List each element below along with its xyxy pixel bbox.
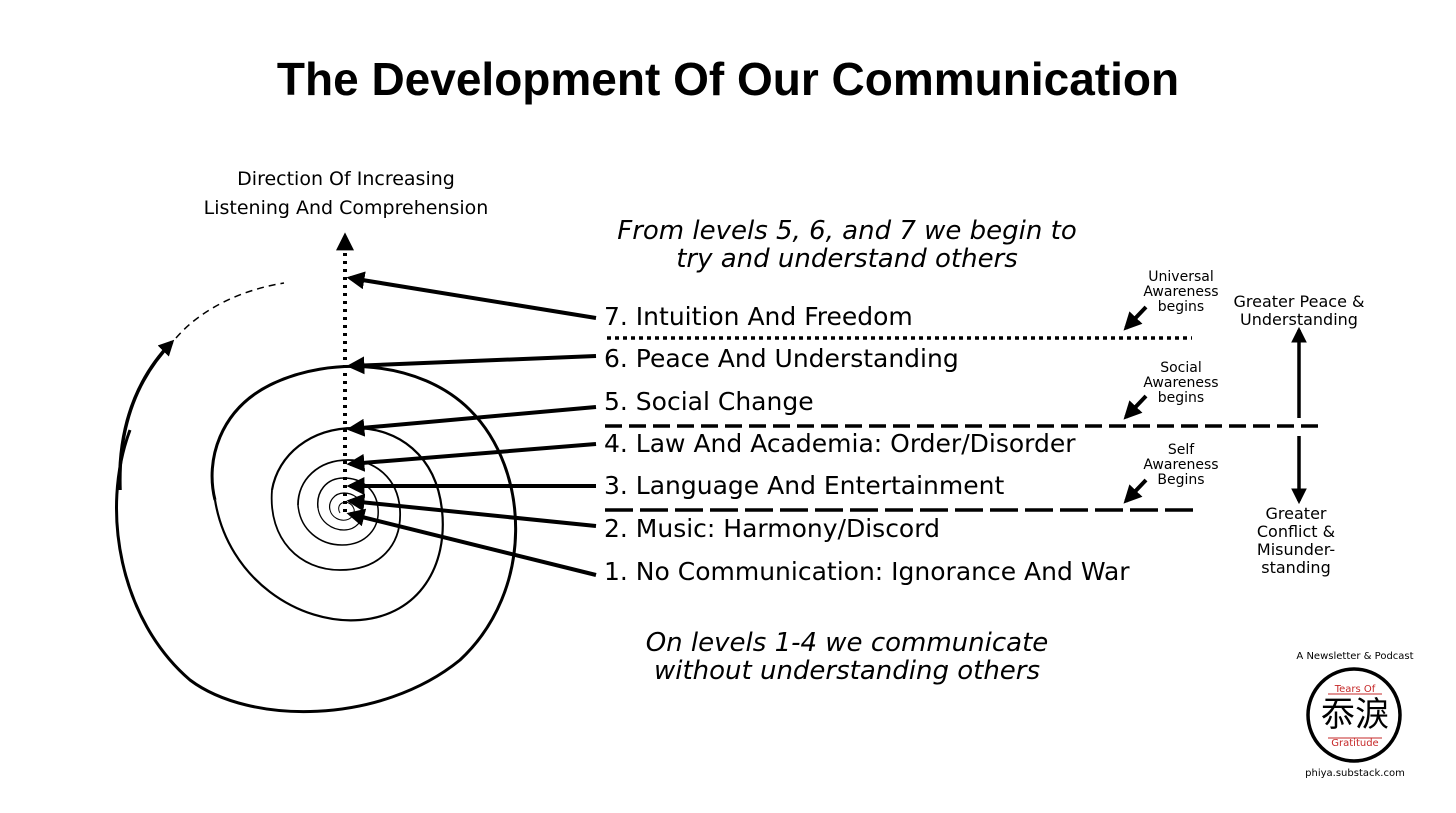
level-2-label: 2. Music: Harmony/Discord <box>604 514 940 543</box>
spiral-ring-5 <box>317 492 364 531</box>
note-top-line-2: try and understand others <box>676 244 1018 274</box>
social-awareness-arrow <box>1123 394 1148 420</box>
spiral <box>115 282 518 714</box>
spiral-ring-2 <box>213 426 444 622</box>
pointer-level-4 <box>346 442 597 472</box>
spiral-rising-arc <box>118 339 175 491</box>
pointer-level-1 <box>346 508 597 577</box>
logo-characters: 忝淚 <box>1321 695 1389 735</box>
spiral-ring-6 <box>329 501 355 521</box>
spiral-ring-4 <box>297 477 379 546</box>
self-awareness-label: Self Awareness Begins <box>1143 442 1219 488</box>
scale-bottom-label: Greater Conflict & Misunder- standing <box>1256 504 1336 577</box>
pointer-level-7 <box>346 271 597 320</box>
note-bottom-line-1: On levels 1-4 we communicate <box>645 628 1049 658</box>
site-url[interactable]: phiya.substack.com <box>1305 768 1405 779</box>
pointer-level-2 <box>346 493 597 528</box>
level-4-label: 4. Law And Academia: Order/Disorder <box>604 429 1076 458</box>
spiral-ring-3 <box>270 459 401 571</box>
spiral-outer-ring <box>115 365 518 714</box>
universal-awareness-arrow <box>1123 305 1148 331</box>
spiral-dashed-continuation <box>175 282 285 339</box>
note-bottom-line-2: without understanding others <box>653 656 1041 686</box>
level-5-label: 5. Social Change <box>604 387 814 416</box>
level-6-label: 6. Peace And Understanding <box>604 344 959 373</box>
newsletter-tagline: A Newsletter & Podcast <box>1296 651 1414 662</box>
level-pointers <box>346 271 597 577</box>
axis-label-line-2: Listening And Comprehension <box>203 197 489 219</box>
level-1-label: 1. No Communication: Ignorance And War <box>604 557 1130 586</box>
scale-top-label: Greater Peace & Understanding <box>1233 292 1365 329</box>
pointer-level-6 <box>346 354 597 375</box>
level-3-label: 3. Language And Entertainment <box>604 471 1005 500</box>
awareness-arrows <box>1123 305 1148 504</box>
level-7-label: 7. Intuition And Freedom <box>604 302 913 331</box>
universal-awareness-label: Universal Awareness begins <box>1143 269 1219 315</box>
social-awareness-label: Social Awareness begins <box>1143 360 1219 406</box>
pointer-level-5 <box>346 405 597 437</box>
logo-circle <box>1306 667 1402 763</box>
logo-title-bottom: Gratitude <box>1331 738 1379 749</box>
logo-title-top: Tears Of <box>1334 684 1376 695</box>
self-awareness-arrow <box>1123 478 1148 504</box>
axis-label-line-1: Direction Of Increasing <box>237 168 455 190</box>
page-title: The Development Of Our Communication <box>276 53 1180 105</box>
note-top-line-1: From levels 5, 6, and 7 we begin to <box>617 216 1077 246</box>
